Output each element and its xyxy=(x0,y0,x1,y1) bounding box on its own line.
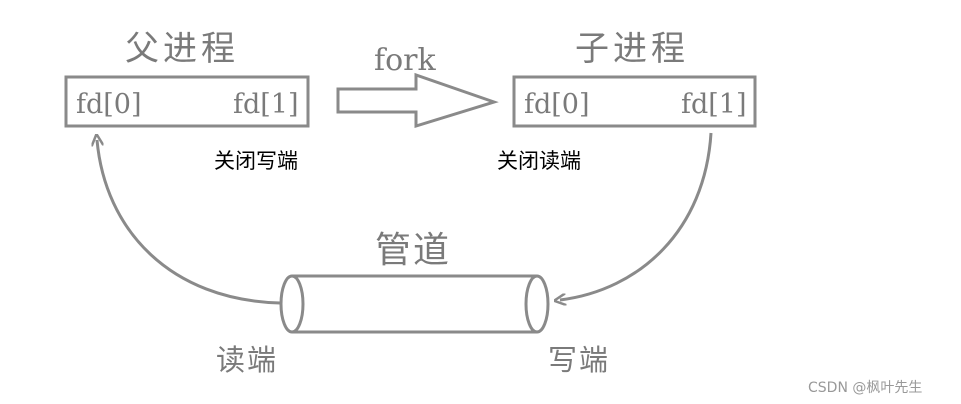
parent-fd-box xyxy=(64,75,310,128)
parent-fd0-label: fd[0] xyxy=(76,89,142,120)
pipe-left-end xyxy=(279,274,305,334)
parent-title: 父进程 xyxy=(125,29,239,69)
csdn-watermark: CSDN @枫叶先生 xyxy=(808,380,922,396)
child-to-write-end-arrow xyxy=(560,132,713,300)
child-fd0-label: fd[0] xyxy=(524,89,590,120)
parent-note: 关闭写端 xyxy=(214,149,298,173)
pipe-title: 管道 xyxy=(375,230,451,271)
parent-fd1-label: fd[1] xyxy=(233,89,299,120)
child-title: 子进程 xyxy=(575,29,689,69)
child-note: 关闭读端 xyxy=(497,149,581,173)
read-end-to-parent-arrow xyxy=(97,140,281,305)
pipe-read-end-label: 读端 xyxy=(216,343,278,377)
pipe-tube xyxy=(279,274,550,334)
pipe-right-end xyxy=(524,274,550,334)
child-fd-box xyxy=(512,75,757,128)
pipe-write-end-label: 写端 xyxy=(548,343,610,377)
fork-arrow xyxy=(336,72,499,129)
fork-label: fork xyxy=(374,43,437,78)
child-fd1-label: fd[1] xyxy=(681,89,747,120)
